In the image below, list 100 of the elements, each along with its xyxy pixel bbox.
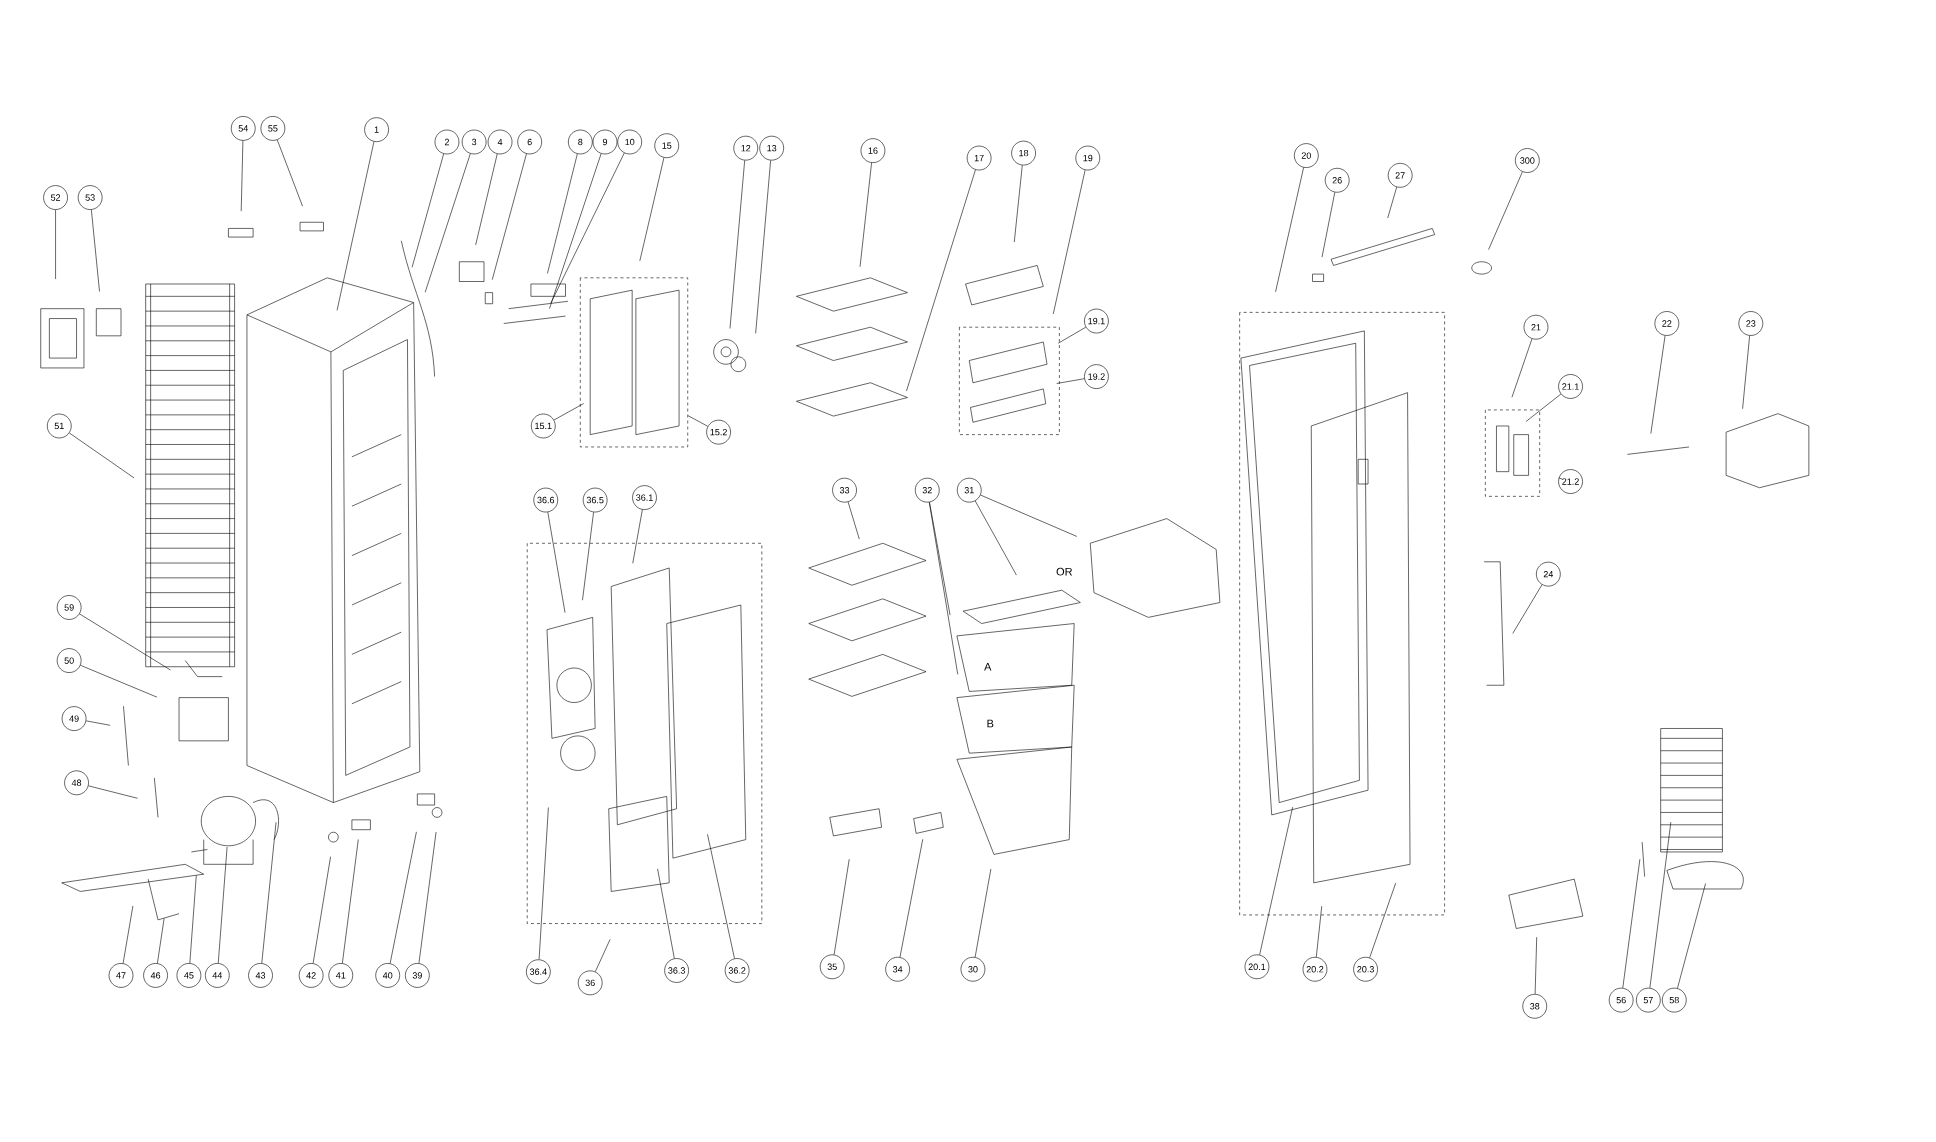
leader-line xyxy=(729,160,745,329)
drawer-letter: A xyxy=(984,662,992,671)
callout-number: 30 xyxy=(960,956,986,982)
callout-number: 1 xyxy=(364,117,389,142)
callout-number: 41 xyxy=(328,963,354,988)
callout-number: 22 xyxy=(1654,311,1680,336)
leader-line xyxy=(475,153,498,246)
callout-number: 49 xyxy=(61,706,87,731)
callout-number: 36.2 xyxy=(724,958,750,983)
callout-number: 36.4 xyxy=(526,959,551,984)
leader-line xyxy=(657,868,675,959)
option-label: OR xyxy=(1056,567,1073,576)
leader-line xyxy=(389,831,417,964)
callout-number: 36.1 xyxy=(632,485,657,510)
callout-number: 39 xyxy=(405,963,430,988)
leader-line xyxy=(550,152,625,304)
leader-line xyxy=(547,153,578,274)
leader-line xyxy=(1013,165,1023,243)
callout-number: 55 xyxy=(260,116,286,141)
callout-number: 44 xyxy=(205,963,230,988)
callout-number: 51 xyxy=(46,413,72,439)
callout-number: 43 xyxy=(248,963,273,988)
callout-number: 15 xyxy=(654,133,680,158)
callout-number: 13 xyxy=(759,135,784,161)
callout-number: 20.1 xyxy=(1244,954,1270,980)
callout-number: 21.1 xyxy=(1558,374,1583,399)
callout-number: 20 xyxy=(1294,143,1319,168)
callout-number: 50 xyxy=(56,648,82,673)
leader-line xyxy=(85,720,111,726)
callout-number: 9 xyxy=(592,129,618,155)
callout-number: 19 xyxy=(1075,145,1101,171)
callout-number: 36.3 xyxy=(664,958,689,983)
leader-line xyxy=(929,501,951,616)
callout-number: 15.2 xyxy=(706,419,731,445)
leader-line xyxy=(1275,167,1304,293)
callout-number: 38 xyxy=(1522,993,1548,1019)
callout-number: 59 xyxy=(56,595,82,620)
leader-line xyxy=(424,153,471,293)
leader-line xyxy=(1649,821,1672,989)
leader-line xyxy=(312,856,331,964)
leader-line xyxy=(276,139,303,207)
callout-number: 48 xyxy=(64,770,89,796)
callout-number: 6 xyxy=(517,129,542,155)
leader-line xyxy=(69,432,135,479)
callout-number: 8 xyxy=(568,129,593,155)
leader-line xyxy=(88,785,138,799)
callout-number: 4 xyxy=(487,129,513,155)
leader-line xyxy=(240,140,244,212)
drawer-letter: B xyxy=(987,719,994,728)
leader-line xyxy=(549,153,602,309)
leader-line xyxy=(1677,883,1706,989)
leader-line xyxy=(261,821,277,964)
callout-number: 300 xyxy=(1515,148,1540,173)
leader-line xyxy=(1321,192,1336,258)
callout-number: 54 xyxy=(230,116,256,141)
callout-number: 45 xyxy=(176,963,202,988)
leader-line xyxy=(1525,393,1562,422)
leader-line xyxy=(547,511,566,613)
leader-line xyxy=(80,664,158,698)
leader-line xyxy=(91,209,100,292)
callout-number: 27 xyxy=(1387,163,1413,188)
callout-number: 3 xyxy=(461,129,487,155)
leader-line xyxy=(1052,169,1086,315)
callout-number: 21 xyxy=(1523,314,1549,340)
callout-number: 21.2 xyxy=(1558,469,1583,494)
leader-line xyxy=(411,153,444,268)
leader-line xyxy=(55,209,56,280)
callout-number: 52 xyxy=(43,185,68,210)
callout-number: 35 xyxy=(819,954,845,980)
leader-line xyxy=(929,501,959,675)
leader-line xyxy=(974,868,992,958)
leader-line xyxy=(899,838,924,958)
leader-line xyxy=(582,511,594,601)
leader-line xyxy=(847,501,860,540)
leader-line xyxy=(1558,477,1563,480)
callout-number: 53 xyxy=(77,185,103,210)
leader-line xyxy=(1742,335,1750,410)
leader-line xyxy=(707,833,735,959)
leader-line xyxy=(687,415,709,427)
callout-number: 36.5 xyxy=(582,487,608,513)
leader-line xyxy=(1488,171,1523,250)
leader-line xyxy=(79,613,171,671)
callout-number: 31 xyxy=(956,477,982,503)
callout-number: 32 xyxy=(914,477,940,503)
callout-number: 58 xyxy=(1661,987,1687,1013)
leader-line xyxy=(1511,338,1533,398)
leader-line xyxy=(418,831,437,964)
callout-number: 40 xyxy=(375,963,400,988)
callout-number: 56 xyxy=(1608,987,1634,1013)
callout-number: 36.6 xyxy=(533,487,559,513)
callout-number: 17 xyxy=(966,145,992,171)
callout-number: 24 xyxy=(1536,561,1561,587)
callout-number: 15.1 xyxy=(530,413,556,439)
leader-line xyxy=(336,141,375,311)
leader-line xyxy=(980,494,1078,537)
callout-number: 10 xyxy=(617,129,642,155)
callout-number: 57 xyxy=(1636,987,1661,1013)
callout-number: 18 xyxy=(1011,140,1036,166)
callout-number: 2 xyxy=(434,129,460,155)
leader-line xyxy=(538,807,549,960)
